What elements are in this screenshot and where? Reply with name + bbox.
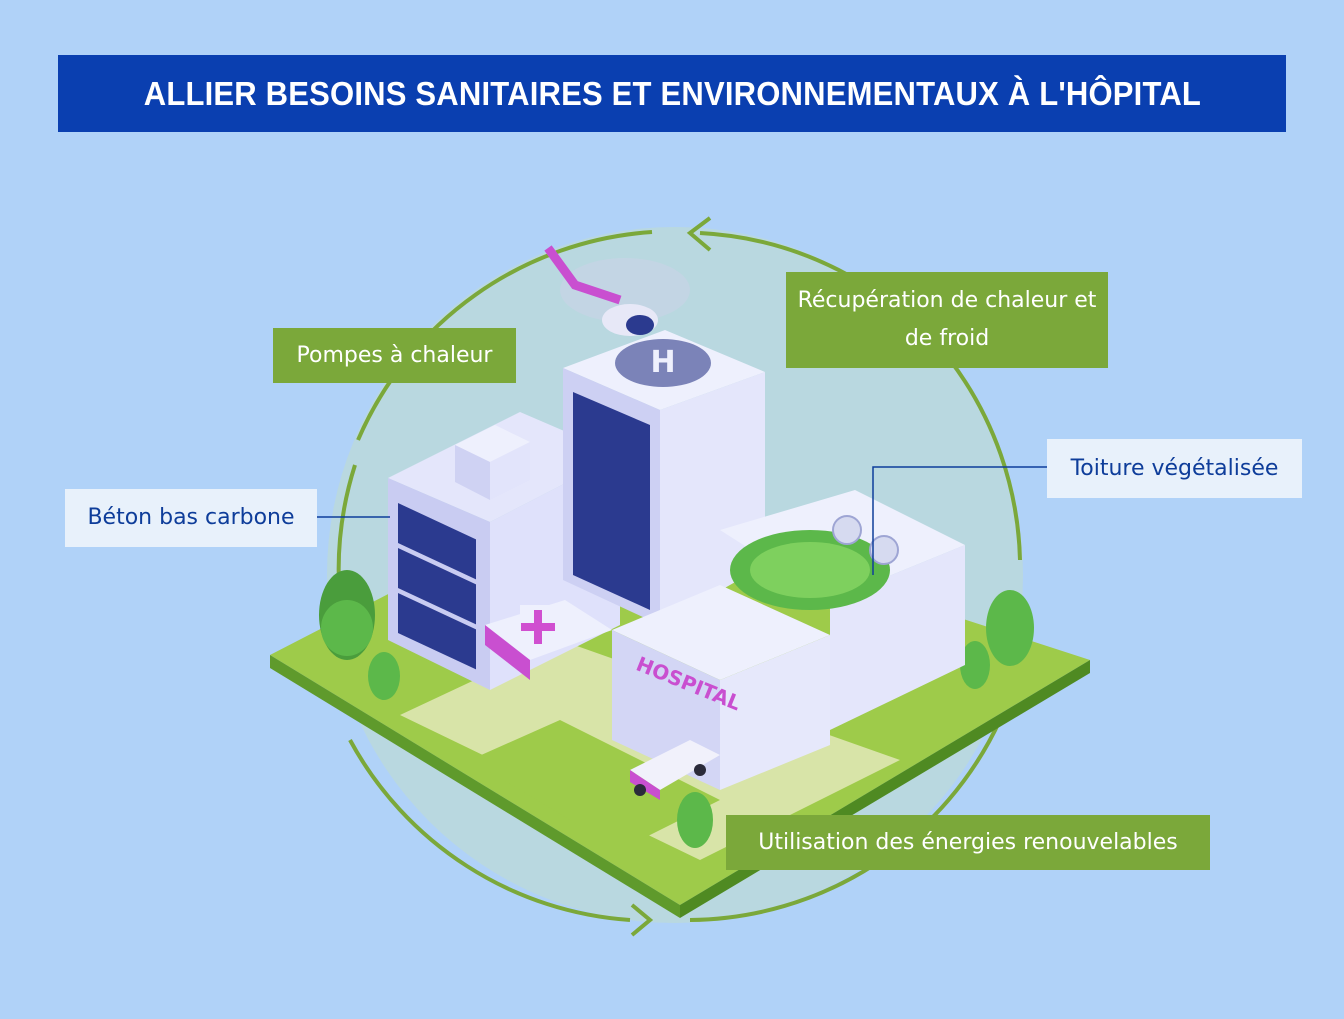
ambulance-icon [630, 740, 720, 800]
label-recuperation-chaleur-froid: Récupération de chaleur et de froid [786, 272, 1108, 368]
title-banner: ALLIER BESOINS SANITAIRES ET ENVIRONNEME… [58, 55, 1286, 132]
right-wing-building [720, 490, 965, 730]
helicopter-icon [544, 245, 690, 336]
connector-line [872, 466, 1047, 575]
label-toiture-vegetalisee: Toiture végétalisée [1047, 439, 1302, 498]
fan-icon [869, 535, 899, 565]
label-energies-renouvelables: Utilisation des énergies renouvelables [726, 815, 1210, 870]
page-title: ALLIER BESOINS SANITAIRES ET ENVIRONNEME… [143, 74, 1201, 112]
label-beton-bas-carbone: Béton bas carbone [65, 489, 317, 547]
label-pompes-a-chaleur: Pompes à chaleur [273, 328, 516, 383]
helipad-label: H [650, 345, 675, 380]
tree-icon [319, 570, 1034, 848]
fan-icon [832, 515, 862, 545]
